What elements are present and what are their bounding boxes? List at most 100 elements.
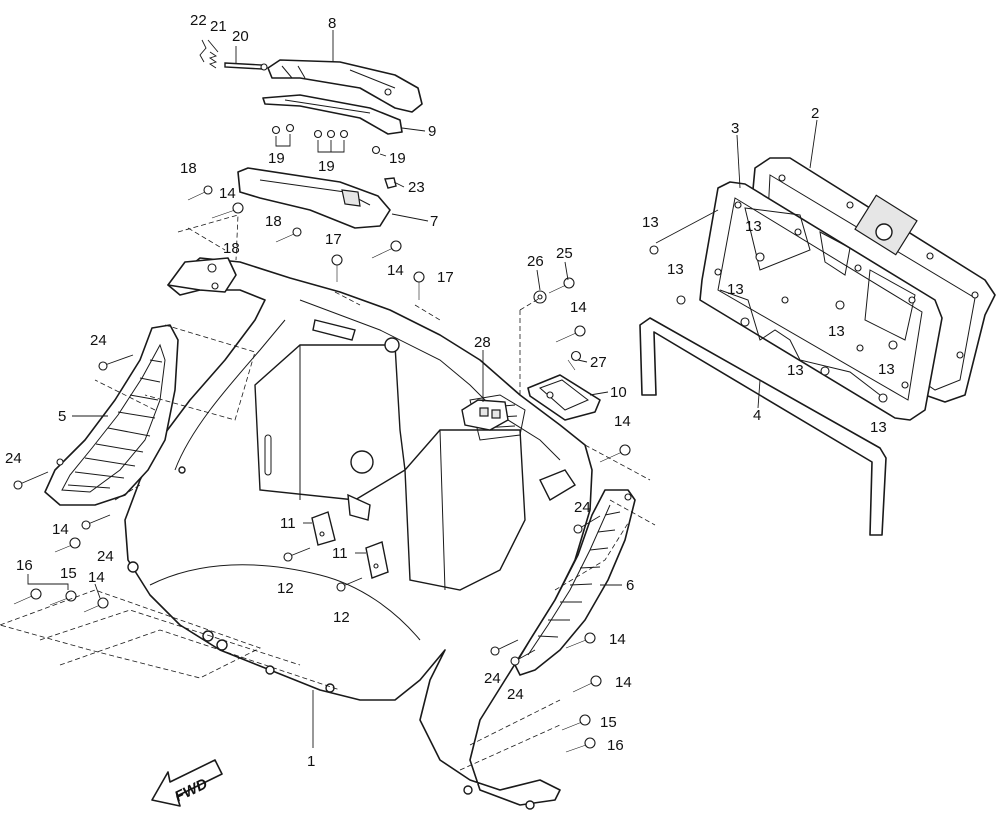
callout-21: 21 xyxy=(210,18,227,35)
callout-24f: 24 xyxy=(507,686,524,703)
callout-14c: 14 xyxy=(570,299,587,316)
part-18-bracket xyxy=(167,257,237,293)
callout-13g: 13 xyxy=(787,362,804,379)
screw-14-h xyxy=(572,675,602,693)
screw-18-b xyxy=(275,227,302,243)
part-1-inner-cover xyxy=(124,257,593,810)
callout-13d: 13 xyxy=(727,281,744,298)
callout-19b: 19 xyxy=(318,158,335,175)
part-28-bracket xyxy=(461,399,509,431)
callout-10: 10 xyxy=(610,384,627,401)
part-21-spring xyxy=(208,51,218,69)
callout-26: 26 xyxy=(527,253,544,270)
screw-19-group xyxy=(271,123,381,155)
screw-24-d xyxy=(573,515,601,534)
screw-24-e xyxy=(490,639,519,656)
callout-13b: 13 xyxy=(745,218,762,235)
callout-2: 2 xyxy=(811,105,819,122)
screw-15-b xyxy=(561,714,591,731)
callout-16b: 16 xyxy=(607,737,624,754)
screw-24-f xyxy=(510,649,536,666)
callout-16a: 16 xyxy=(16,557,33,574)
callout-12b: 12 xyxy=(333,609,350,626)
screw-27 xyxy=(567,350,582,371)
callout-8: 8 xyxy=(328,15,336,32)
screw-12-b xyxy=(336,577,363,592)
screw-14-b xyxy=(371,240,402,259)
callout-14e: 14 xyxy=(52,521,69,538)
screw-15-a xyxy=(49,590,77,606)
washer-26 xyxy=(533,290,547,304)
callout-3: 3 xyxy=(731,120,739,137)
part-22-clip xyxy=(199,39,207,63)
callout-11a: 11 xyxy=(280,515,296,532)
callout-4: 4 xyxy=(753,407,761,424)
callout-9: 9 xyxy=(428,123,436,140)
screw-24-b xyxy=(13,471,49,490)
callout-13f: 13 xyxy=(878,361,895,378)
screw-25 xyxy=(548,277,575,294)
callout-18c: 18 xyxy=(223,240,240,257)
screw-14-d xyxy=(599,444,631,463)
leader-lines xyxy=(27,30,818,748)
callout-13e: 13 xyxy=(828,323,845,340)
callout-24b: 24 xyxy=(5,450,22,467)
callout-18a: 18 xyxy=(180,160,197,177)
callout-14d: 14 xyxy=(614,413,631,430)
screw-16-a xyxy=(13,588,42,605)
callout-24c: 24 xyxy=(97,548,114,565)
callout-28: 28 xyxy=(474,334,491,351)
part-10-small-cover xyxy=(527,374,601,421)
callout-27: 27 xyxy=(590,354,607,371)
callout-14f: 14 xyxy=(88,569,105,586)
part-7-bracket-cover xyxy=(237,167,391,229)
callout-14b: 14 xyxy=(387,262,404,279)
callout-13c: 13 xyxy=(667,261,684,278)
fasteners xyxy=(13,123,898,753)
screw-18-a xyxy=(187,185,213,201)
callout-5: 5 xyxy=(58,408,66,425)
screw-24-c xyxy=(81,514,111,530)
fwd-arrow-icon xyxy=(151,759,223,807)
part-4-seal-strip xyxy=(639,317,887,536)
callout-12a: 12 xyxy=(277,580,294,597)
callout-13h: 13 xyxy=(870,419,887,436)
callout-11b: 11 xyxy=(332,545,348,562)
callout-22: 22 xyxy=(190,12,207,29)
callout-25: 25 xyxy=(556,245,573,262)
callout-6: 6 xyxy=(626,577,634,594)
callout-labels: 1 2 3 4 5 6 7 8 9 10 11 11 12 12 13 13 1… xyxy=(5,12,895,770)
part-11-clip-b xyxy=(365,541,389,579)
screw-16-b xyxy=(565,737,596,753)
part-6-right-grille xyxy=(514,489,636,676)
callout-20: 20 xyxy=(232,28,249,45)
screw-24-a xyxy=(98,354,134,371)
callout-24d: 24 xyxy=(574,499,591,516)
callout-24a: 24 xyxy=(90,332,107,349)
screw-13-group xyxy=(649,245,898,403)
callout-15b: 15 xyxy=(600,714,617,731)
callout-14h: 14 xyxy=(615,674,632,691)
callout-1: 1 xyxy=(307,753,315,770)
screw-17-a xyxy=(331,254,343,282)
screw-14-e xyxy=(54,537,81,553)
callout-17b: 17 xyxy=(437,269,454,286)
fwd-direction-arrow: FWD xyxy=(151,759,223,807)
callout-14a: 14 xyxy=(219,185,236,202)
part-5-left-grille xyxy=(44,324,179,506)
part-9-trim-strip xyxy=(262,94,403,135)
callout-19c: 19 xyxy=(389,150,406,167)
screw-14-g xyxy=(565,632,596,649)
callout-15a: 15 xyxy=(60,565,77,582)
screw-17-b xyxy=(413,271,425,300)
part-8-top-trim xyxy=(267,59,423,113)
callout-7: 7 xyxy=(430,213,438,230)
dashed-assembly-lines xyxy=(0,214,656,771)
callout-13a: 13 xyxy=(642,214,659,231)
callout-23: 23 xyxy=(408,179,425,196)
screw-14-a xyxy=(211,202,244,219)
callout-24e: 24 xyxy=(484,670,501,687)
screw-14-f xyxy=(83,597,109,613)
part-23-clip xyxy=(384,177,397,189)
